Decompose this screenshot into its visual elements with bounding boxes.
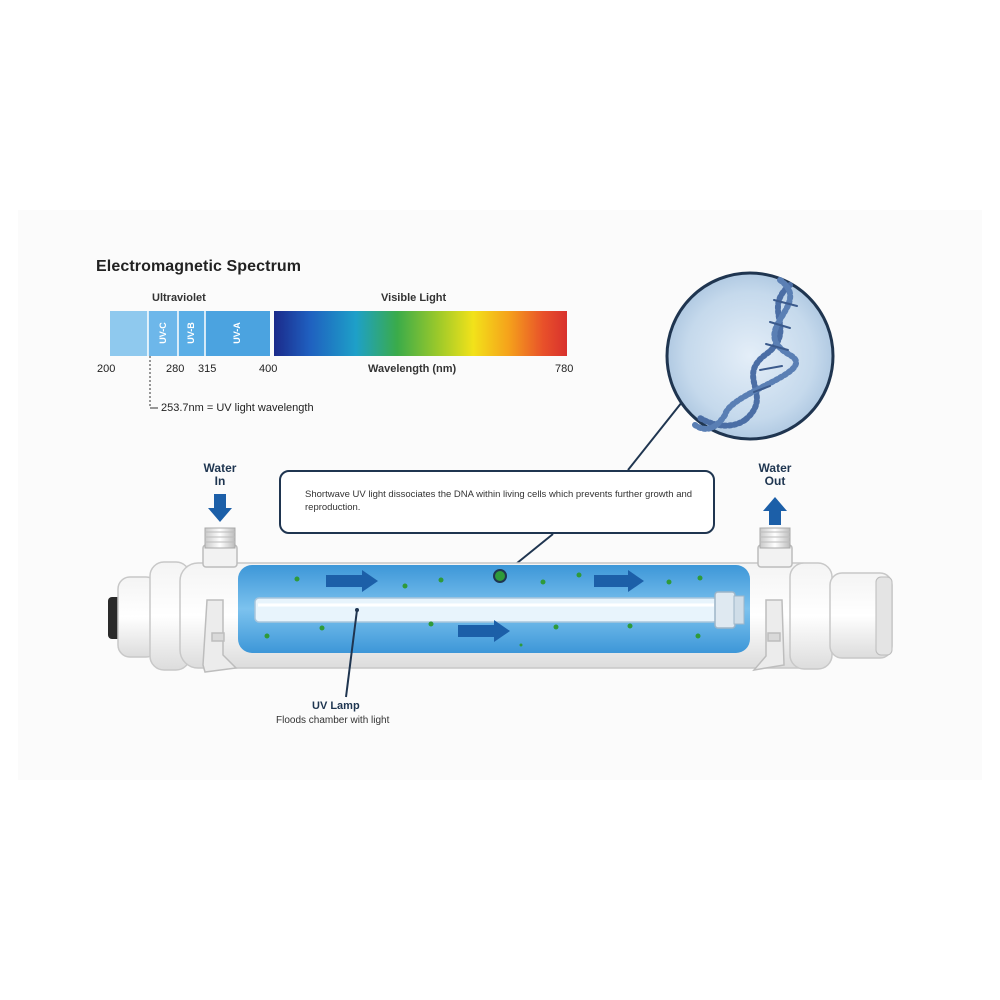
water-in-line2: In <box>214 474 226 488</box>
highlighted-cell <box>493 569 507 583</box>
water-in-label: Water In <box>190 462 250 488</box>
tick-315: 315 <box>198 363 217 375</box>
water-inlet-port <box>202 527 238 568</box>
uv-a-label: UV-A <box>232 322 242 344</box>
visible-light-heading: Visible Light <box>381 292 447 304</box>
dna-callout-box: Shortwave UV light dissociates the DNA w… <box>279 470 715 534</box>
water-in-arrow-icon <box>208 494 232 522</box>
tick-780: 780 <box>555 363 574 375</box>
water-out-line1: Water <box>758 461 792 475</box>
tick-280: 280 <box>166 363 185 375</box>
uv-wavelength-note: 253.7nm = UV light wavelength <box>161 402 314 414</box>
callout-text: Shortwave UV light dissociates the DNA w… <box>305 489 693 513</box>
ultraviolet-heading: Ultraviolet <box>152 292 206 304</box>
left-mount-bracket <box>202 599 238 673</box>
water-out-line2: Out <box>764 474 786 488</box>
uv-b-band <box>178 311 205 356</box>
tick-200: 200 <box>97 363 116 375</box>
uv-c-band <box>148 311 178 356</box>
flow-arrows <box>326 570 644 642</box>
uv-lamp-title: UV Lamp <box>312 700 360 712</box>
diagram-title: Electromagnetic Spectrum <box>96 258 302 275</box>
bacteria-dots <box>264 572 703 647</box>
tick-400: 400 <box>259 363 278 375</box>
dna-helix-icon <box>692 277 800 432</box>
uv-lamp-tube <box>254 597 718 623</box>
right-mount-bracket <box>752 599 785 672</box>
uv-c-label: UV-C <box>158 322 168 344</box>
uv-lamp-subtitle: Floods chamber with light <box>276 715 390 726</box>
water-out-arrow-icon <box>763 497 787 525</box>
water-out-label: Water Out <box>745 462 805 488</box>
visible-light-band <box>274 311 567 356</box>
wavelength-axis-label: Wavelength (nm) <box>368 363 457 375</box>
water-outlet-port <box>757 527 793 568</box>
uv-b-label: UV-B <box>186 322 196 344</box>
water-in-line1: Water <box>203 461 237 475</box>
uv-a-band <box>205 311 270 356</box>
dna-magnifier <box>665 271 835 441</box>
lamp-end-fitting <box>714 591 736 629</box>
uv-band-far <box>110 311 148 356</box>
